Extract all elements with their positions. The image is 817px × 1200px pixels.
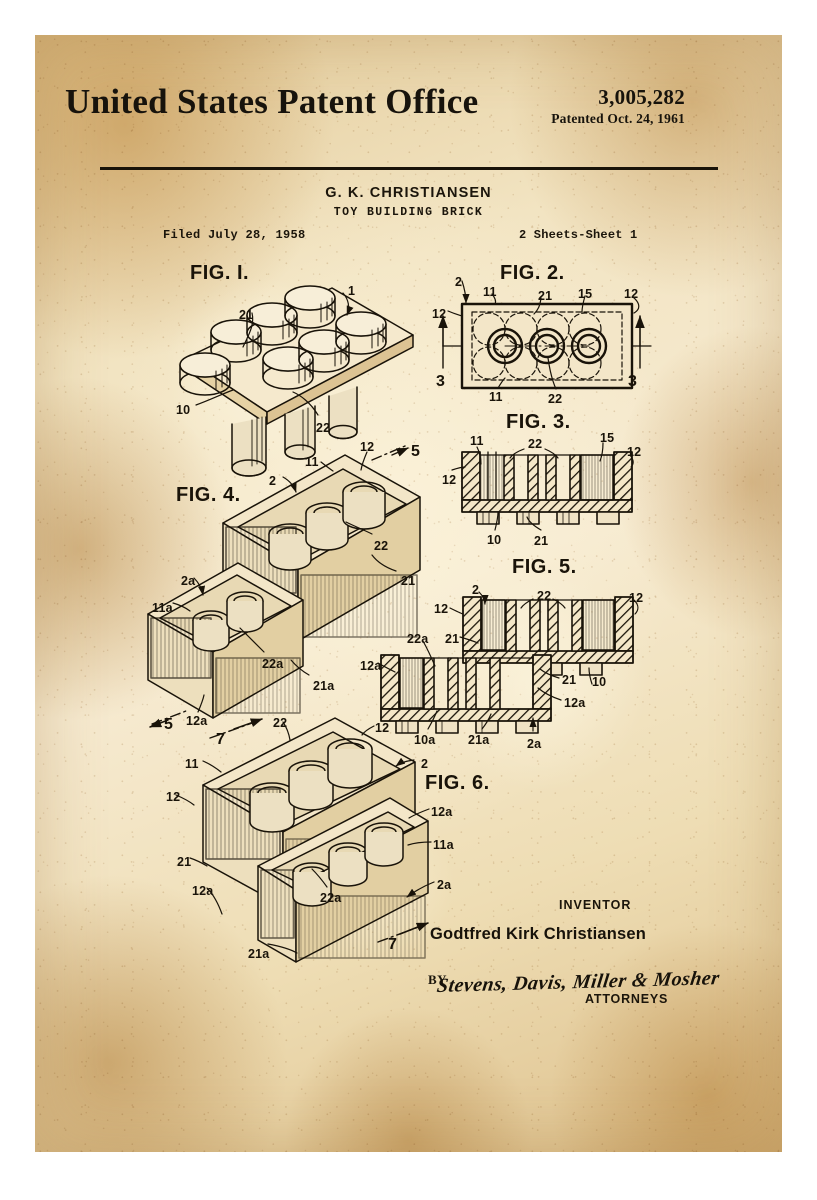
filed-date: Filed July 28, 1958 [163, 228, 306, 242]
reference-numeral-fig5-12: 12 [629, 591, 644, 605]
reference-numeral-fig4-22a: 22a [262, 657, 284, 671]
reference-numeral-fig1-1: 1 [348, 284, 356, 298]
header-divider [100, 167, 718, 170]
inventor-caption: INVENTOR [559, 898, 632, 912]
figure-label-4: FIG. 4. [176, 484, 241, 506]
reference-numeral-fig4-11a: 11a [152, 601, 173, 615]
section-line-number-fig2-3: 3 [436, 373, 445, 390]
patent-number: 3,005,282 [598, 85, 685, 109]
reference-numeral-fig2-2: 2 [455, 275, 463, 289]
reference-numeral-fig6-12: 12 [375, 721, 390, 735]
reference-numeral-fig4-2: 2 [269, 474, 277, 488]
reference-numeral-fig6-12a: 12a [431, 805, 453, 819]
reference-numeral-fig6-22a: 22a [320, 891, 342, 905]
reference-numeral-fig5-10: 10 [592, 675, 607, 689]
by-caption: BY [428, 972, 447, 987]
reference-numeral-fig4-22: 22 [374, 539, 389, 553]
reference-numeral-fig3-11: 11 [470, 434, 484, 448]
reference-numeral-fig5-21: 21 [445, 632, 460, 646]
section-line-number-fig2-3: 3 [628, 373, 637, 390]
reference-numeral-fig6-11: 11 [185, 757, 199, 771]
reference-numeral-fig4-21a: 21a [313, 679, 335, 693]
reference-numeral-fig1-21: 21 [239, 308, 254, 322]
reference-numeral-fig3-22: 22 [528, 437, 543, 451]
reference-numeral-fig6-11a: 11a [433, 838, 454, 852]
attorneys-caption: ATTORNEYS [585, 992, 669, 1006]
reference-numeral-fig4-11: 11 [305, 455, 319, 469]
reference-numeral-fig6-2a: 2a [437, 878, 452, 892]
reference-numeral-fig2-11: 11 [489, 390, 503, 404]
reference-numeral-fig6-21: 21 [177, 855, 192, 869]
reference-numeral-fig4-12a: 12a [186, 714, 208, 728]
reference-numeral-fig2-22: 22 [548, 392, 563, 406]
reference-numeral-fig2-12: 12 [624, 287, 639, 301]
reference-numeral-fig4-2a: 2a [181, 574, 196, 588]
reference-numeral-fig2-21: 21 [538, 289, 553, 303]
section-line-number-fig6-7: 7 [216, 731, 225, 748]
reference-numeral-fig5-21: 21 [562, 673, 577, 687]
sheet-count: 2 Sheets-Sheet 1 [519, 228, 638, 242]
reference-numeral-fig2-15: 15 [578, 287, 593, 301]
inventor-surname-line: G. K. CHRISTIANSEN [325, 185, 492, 201]
reference-numeral-fig6-22: 22 [273, 716, 288, 730]
patent-date: Patented Oct. 24, 1961 [551, 111, 685, 126]
reference-numeral-fig4-12: 12 [360, 440, 375, 454]
reference-numeral-fig3-21: 21 [534, 534, 549, 548]
reference-numeral-fig5-21a: 21a [468, 733, 490, 747]
inventor-name: Godtfred Kirk Christiansen [430, 925, 647, 943]
reference-numeral-fig4-21: 21 [401, 574, 416, 588]
figure-label-5: FIG. 5. [512, 556, 577, 578]
reference-numeral-fig6-12: 12 [166, 790, 181, 804]
section-line-number-fig4-5: 5 [164, 716, 173, 733]
reference-numeral-fig3-12: 12 [442, 473, 457, 487]
reference-numeral-fig6-12a: 12a [192, 884, 214, 898]
reference-numeral-fig1-22: 22 [316, 421, 331, 435]
reference-numeral-fig5-12: 12 [434, 602, 449, 616]
reference-numeral-fig6-2: 2 [421, 757, 429, 771]
reference-numeral-fig5-12a: 12a [360, 659, 382, 673]
figure-label-1: FIG. I. [190, 262, 250, 284]
section-line-number-fig4-5: 5 [411, 443, 420, 460]
reference-numeral-fig5-10a: 10a [414, 733, 436, 747]
reference-numeral-fig5-2: 2 [472, 583, 480, 597]
reference-numeral-fig6-21a: 21a [248, 947, 270, 961]
reference-numeral-fig3-10: 10 [487, 533, 502, 547]
reference-numeral-fig5-22a: 22a [407, 632, 429, 646]
reference-numeral-fig1-10: 10 [176, 403, 191, 417]
reference-numeral-fig2-12: 12 [432, 307, 447, 321]
reference-numeral-fig5-22: 22 [537, 589, 552, 603]
reference-numeral-fig2-11: 11 [483, 285, 497, 299]
invention-title: TOY BUILDING BRICK [333, 206, 484, 219]
reference-numeral-fig3-12: 12 [627, 445, 642, 459]
section-line-number-fig6-7: 7 [388, 936, 397, 953]
figure-label-3: FIG. 3. [506, 411, 571, 433]
reference-numeral-fig5-2a: 2a [527, 737, 542, 751]
page-title: United States Patent Office [65, 82, 479, 121]
reference-numeral-fig3-15: 15 [600, 431, 615, 445]
figure-label-2: FIG. 2. [500, 262, 565, 284]
reference-numeral-fig5-12a: 12a [564, 696, 586, 710]
figure-label-6: FIG. 6. [425, 772, 490, 794]
